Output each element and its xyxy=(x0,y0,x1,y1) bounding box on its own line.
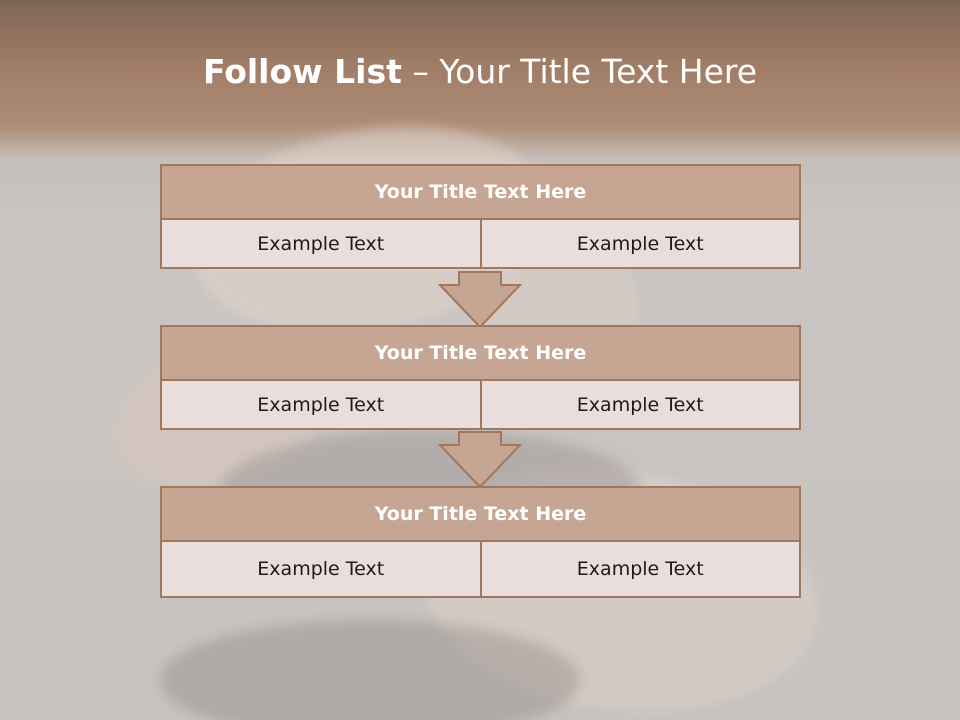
slide-title-bold: Follow List xyxy=(202,52,402,91)
down-arrow-icon xyxy=(438,431,522,489)
block-heading: Your Title Text Here xyxy=(160,325,801,381)
block-cell-left: Example Text xyxy=(257,558,385,580)
slide-title-rest: – Your Title Text Here xyxy=(401,52,758,91)
list-block-3: Your Title Text Here Example Text Exampl… xyxy=(160,486,801,598)
block-cell-left: Example Text xyxy=(257,232,385,255)
block-cell-right: Example Text xyxy=(479,220,800,267)
block-cell-right: Example Text xyxy=(479,381,800,428)
block-cell-right: Example Text xyxy=(479,542,800,596)
block-heading: Your Title Text Here xyxy=(160,486,801,542)
block-row: Example Text Example Text xyxy=(160,542,801,598)
slide-title: Follow List – Your Title Text Here xyxy=(0,52,960,91)
background-photo-shape xyxy=(160,620,580,720)
list-block-1: Your Title Text Here Example Text Exampl… xyxy=(160,164,801,269)
block-cell-left: Example Text xyxy=(257,393,385,416)
block-row: Example Text Example Text xyxy=(160,220,801,269)
list-block-2: Your Title Text Here Example Text Exampl… xyxy=(160,325,801,430)
down-arrow-icon xyxy=(438,271,522,329)
block-heading: Your Title Text Here xyxy=(160,164,801,220)
block-row: Example Text Example Text xyxy=(160,381,801,430)
